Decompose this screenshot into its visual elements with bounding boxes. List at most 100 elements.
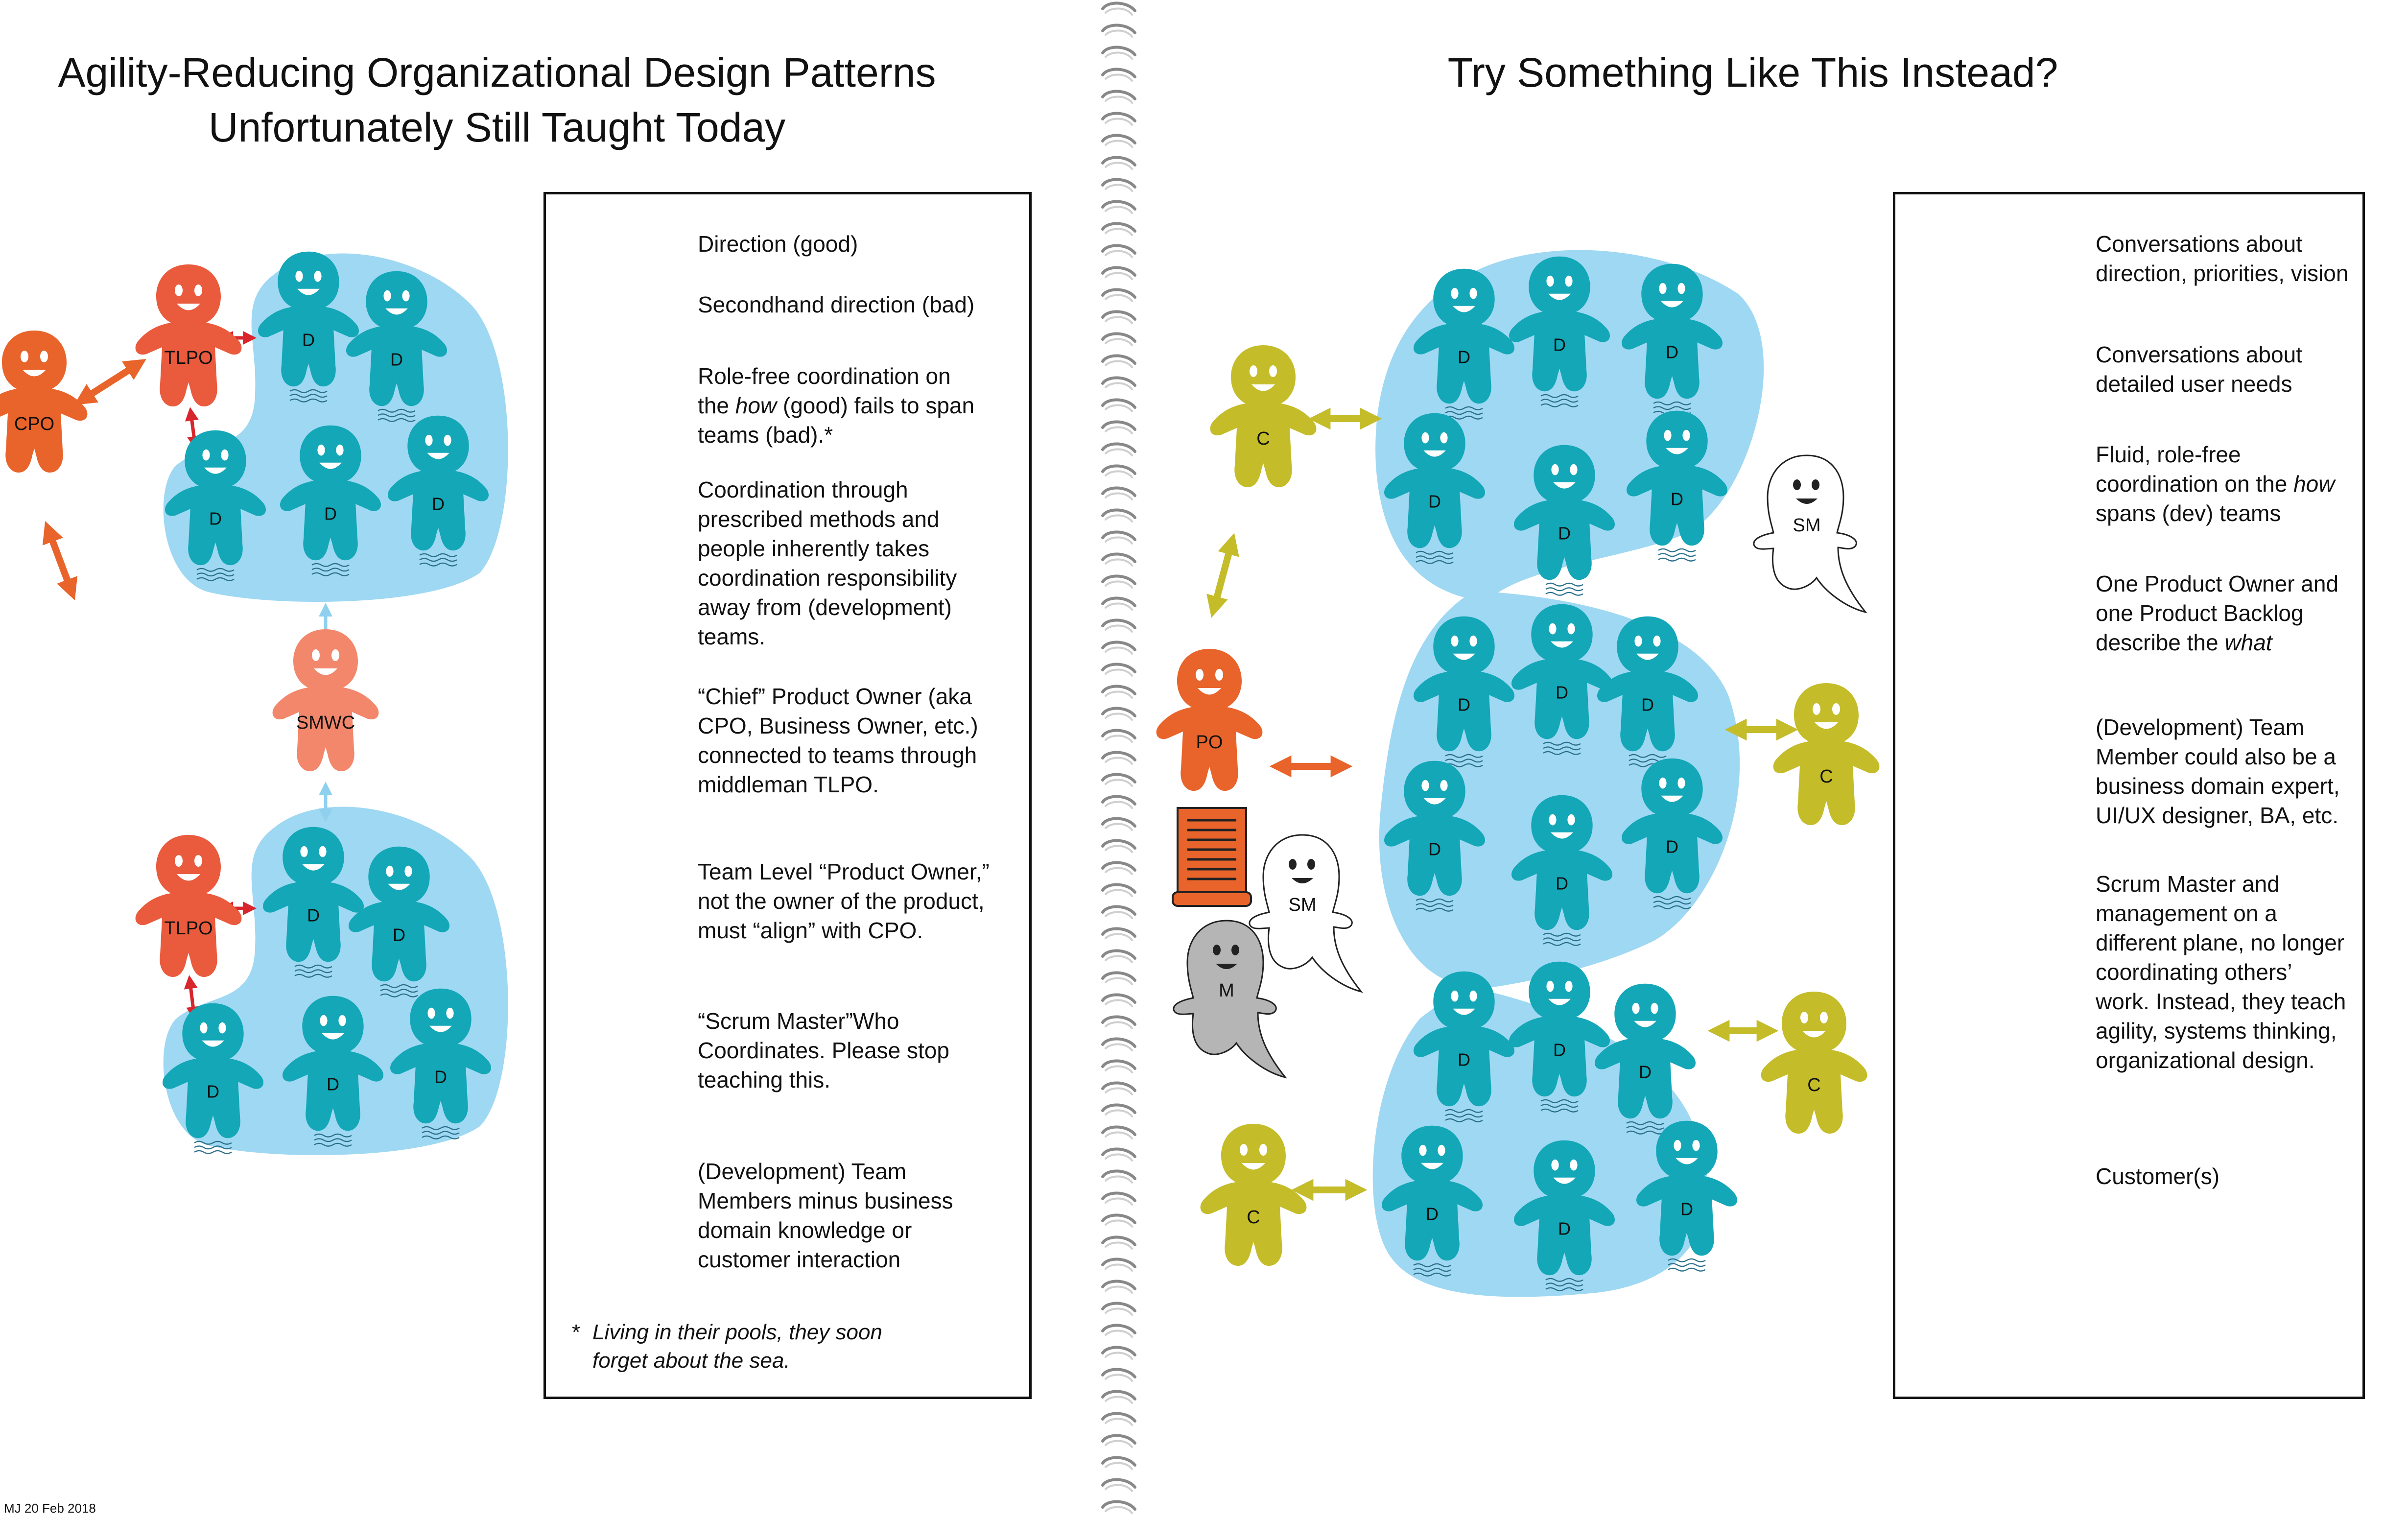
tlpo-figure-top: TLPO — [135, 264, 242, 406]
pool-text-1: Role-free coordination on — [698, 363, 951, 389]
dev-figure-4: D — [280, 425, 381, 576]
legend-smwc-text: “Scrum Master”Who Coordinates. Please st… — [698, 1008, 949, 1092]
dev-figure-4-label: D — [324, 504, 337, 524]
team-dev-figure-4: D — [1384, 413, 1485, 564]
tlpo-figure-bottom-label: TLPO — [164, 918, 212, 939]
team-dev-figure-12-label: D — [1666, 837, 1678, 857]
team-dev-figure-13-label: D — [1458, 1050, 1470, 1070]
customer-figure-4-label: C — [1247, 1207, 1260, 1228]
team-dev-figure-18: D — [1636, 1120, 1737, 1272]
dev-figure-8: D — [163, 1003, 263, 1154]
dev-figure-3-label: D — [209, 509, 222, 529]
team-dev-figure-17-label: D — [1558, 1219, 1571, 1239]
team-dev-figure-16: D — [1382, 1125, 1483, 1277]
team-dev-figure-16-label: D — [1426, 1204, 1439, 1224]
team-dev-figure-8: D — [1511, 604, 1612, 755]
team-dev-figure-4-label: D — [1428, 492, 1441, 512]
team-dev-figure-15: D — [1595, 983, 1696, 1135]
team-dev-figure-15-label: D — [1639, 1062, 1652, 1082]
sm-ghost: SM — [1753, 454, 1867, 614]
po-figure: PO — [1156, 649, 1263, 791]
team-dev-figure-11: D — [1511, 795, 1612, 946]
tlpo-figure-bottom: TLPO — [135, 835, 242, 977]
legend-tlpo-text: Team Level “Product Owner,” not the owne… — [698, 859, 990, 943]
customer-figure-4: C — [1200, 1124, 1307, 1266]
manager-ghost-label: M — [1219, 980, 1234, 1001]
smwc-figure: SMWC — [272, 629, 379, 771]
team-dev-figure-2: D — [1509, 256, 1610, 407]
tlpo-figure-top-label: TLPO — [164, 348, 212, 368]
customer-figure-3: C — [1761, 992, 1867, 1134]
left-title: Agility-Reducing Organizational Design P… — [0, 45, 994, 155]
sm-ghost-label: SM — [1793, 515, 1821, 536]
legend-pool-text: Role-free coordination on the how (good)… — [698, 361, 1011, 450]
team-dev-figure-12: D — [1622, 758, 1723, 909]
dev-figure-10-label: D — [434, 1067, 447, 1087]
right-title: Try Something Like This Instead? — [1447, 49, 2058, 95]
spiral-binding — [1101, 1, 1136, 1514]
team-dev-figure-6-label: D — [1671, 489, 1683, 509]
team-dev-figure-1: D — [1414, 268, 1514, 420]
dev-figure-5-label: D — [432, 494, 445, 514]
pool-text-2: the — [698, 393, 735, 418]
team-dev-figure-1-label: D — [1458, 347, 1470, 367]
team-dev-figure-3: D — [1622, 263, 1723, 415]
legend-fluid-text: Fluid, role-free coordination on the how… — [2096, 440, 2355, 528]
arrow-cpo-tlpo — [74, 358, 146, 405]
legend-conv-po-text: Conversations about direction, prioritie… — [2096, 231, 2349, 286]
pool-text-3: (good) fails to span — [777, 393, 975, 418]
team-dev-figure-14-label: D — [1553, 1040, 1566, 1060]
fluid-text-how: how — [2293, 471, 2335, 497]
customer-figure-1-label: C — [1256, 428, 1270, 449]
fluid-text-1: Fluid, role-free coordination on the — [2096, 442, 2294, 497]
dev-figure-7-label: D — [393, 925, 405, 945]
legend-secondhand-bad: Secondhand direction (bad) — [698, 292, 975, 317]
team-dev-figure-8-label: D — [1556, 683, 1568, 703]
team-dev-figure-2-label: D — [1553, 335, 1566, 355]
legend-customer-text: Customer(s) — [2096, 1163, 2220, 1189]
legend-cpo-text: “Chief” Product Owner (aka CPO, Business… — [698, 684, 978, 797]
dev-figure-5: D — [388, 415, 489, 567]
legend-dev2-text: (Development) Team Member could also be … — [2096, 714, 2340, 828]
team-dev-figure-17: D — [1514, 1140, 1615, 1291]
dev-figure-1: D — [258, 251, 359, 403]
dev-figure-10: D — [390, 988, 491, 1139]
left-title-line1: Agility-Reducing Organizational Design P… — [58, 49, 936, 95]
legend-sm-text: Scrum Master and management on a differe… — [2096, 871, 2346, 1073]
left-title-line2: Unfortunately Still Taught Today — [208, 104, 786, 150]
dev-figure-6: D — [263, 827, 364, 978]
cpo-figure-label: CPO — [14, 414, 54, 434]
dev-figure-1-label: D — [302, 330, 315, 350]
legend-coordination-text: Coordination through prescribed methods … — [698, 477, 957, 649]
arrow-cpo-down — [42, 521, 78, 600]
sm-ghost-2-label: SM — [1289, 895, 1317, 915]
cpo-figure: CPO — [0, 331, 88, 473]
legend-conv-c-text: Conversations about detailed user needs — [2096, 342, 2302, 397]
fluid-text-2: spans (dev) teams — [2096, 500, 2281, 526]
team-dev-figure-5: D — [1514, 445, 1615, 596]
product-backlog-scroll-icon — [1172, 807, 1252, 907]
team-dev-figure-10-label: D — [1428, 839, 1441, 859]
dev-figure-9: D — [283, 996, 383, 1147]
legend-po-text: One Product Owner and one Product Backlo… — [2096, 569, 2355, 657]
sm-ghost-2: SM — [1249, 834, 1363, 993]
team-dev-figure-9: D — [1597, 616, 1698, 767]
legend-direction-good: Direction (good) — [698, 231, 858, 257]
legend-footnote: * Living in their pools, they soon forge… — [572, 1318, 1013, 1375]
team-dev-figure-5-label: D — [1558, 523, 1571, 544]
customer-figure-2: C — [1773, 683, 1880, 825]
legend-dev-text: (Development) Team Members minus busines… — [698, 1159, 953, 1272]
po-figure-label: PO — [1196, 732, 1223, 753]
team-dev-figure-18-label: D — [1680, 1199, 1693, 1219]
right-legend — [1893, 192, 2365, 1399]
smwc-figure-label: SMWC — [296, 712, 355, 733]
dev-figure-6-label: D — [307, 905, 320, 926]
footnote-marker: * — [572, 1320, 581, 1344]
pool-text-how: how — [735, 393, 777, 418]
po-text-1: One Product Owner and one Product Backlo… — [2096, 571, 2339, 655]
team-dev-figure-3-label: D — [1666, 342, 1678, 362]
team-dev-figure-7-label: D — [1458, 695, 1470, 715]
arrow-tlpo-team-bottom-v — [184, 975, 200, 1021]
team-dev-figure-9-label: D — [1641, 695, 1654, 715]
customer-figure-3-label: C — [1807, 1075, 1820, 1095]
